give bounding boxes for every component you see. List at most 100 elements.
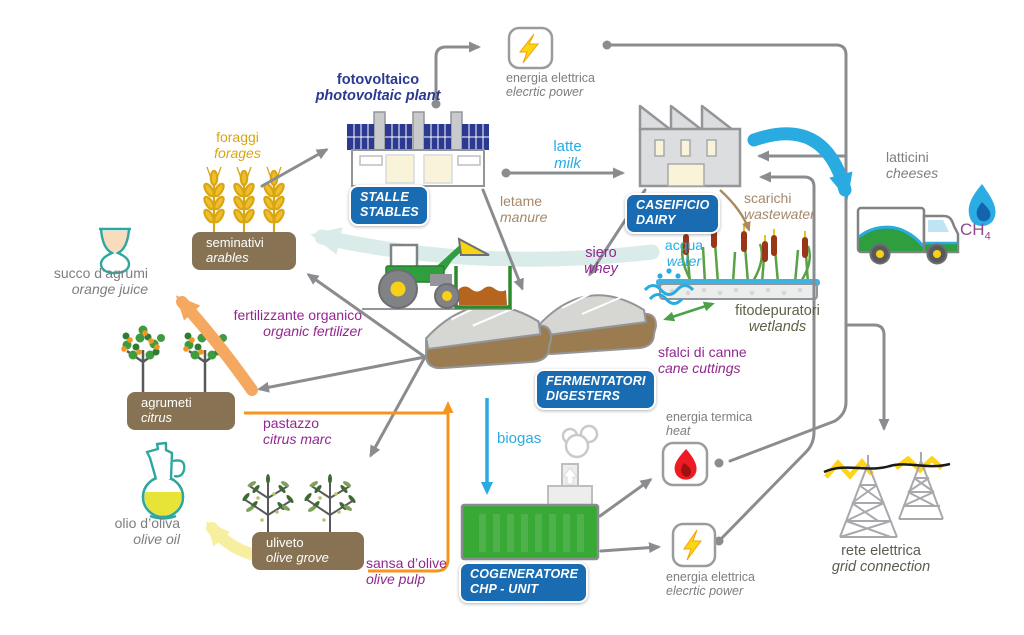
- arables-en: arables: [206, 250, 249, 266]
- cane-cuttings-label-it: sfalci di canne: [658, 344, 747, 360]
- olive-pulp-label-it: sansa d’olive: [366, 555, 447, 571]
- whey-label-en: whey: [584, 261, 618, 278]
- stables-badge: STALLE STABLES: [349, 185, 429, 226]
- tractor-icon: [362, 237, 512, 310]
- heat-label-it: energia termica: [666, 410, 753, 424]
- grid-connection-label-en: grid connection: [831, 559, 931, 576]
- connector-pv-to-power: [434, 41, 481, 106]
- chimney-icon: [373, 111, 386, 153]
- olive-trees-icon: [242, 474, 356, 532]
- citrus-marc-label-it: pastazzo: [263, 415, 320, 431]
- dairy-badge-it: CASEIFICIO: [636, 198, 710, 212]
- whey-label: siero whey: [564, 245, 638, 278]
- chimney-icon: [450, 111, 463, 153]
- grid-connection-label-it: rete elettrica: [841, 543, 921, 559]
- cheeses-arrow: [747, 127, 853, 200]
- photovoltaic-label-en: photovoltaic plant: [315, 88, 441, 105]
- forages-label: foraggi forages: [195, 129, 280, 162]
- orange-juice-label-it: succo d’agrumi: [53, 265, 148, 281]
- cheeses-label-en: cheeses: [886, 164, 939, 181]
- wetlands-label-it: fitodepuratori: [735, 303, 820, 319]
- citrus-box: agrumeti citrus: [127, 392, 235, 430]
- connector-chp-power-to-dairy: [717, 171, 816, 543]
- olive-grove-box: uliveto olive grove: [252, 532, 364, 570]
- connector-chp-to-power: [599, 542, 661, 554]
- dairy-badge: CASEIFICIO DAIRY: [625, 193, 720, 234]
- citrus-it: agrumeti: [141, 395, 192, 410]
- connectors-orange: [244, 401, 454, 573]
- biogas-label: biogas: [497, 430, 557, 448]
- arables-it: seminativi: [206, 235, 264, 250]
- photovoltaic-label: fotovoltaico photovoltaic plant: [288, 72, 468, 105]
- dairy-badge-en: DAIRY: [636, 213, 676, 227]
- connector-dots: [431, 40, 724, 546]
- connector-manure: [481, 188, 524, 291]
- photovoltaic-label-it: fotovoltaico: [336, 72, 420, 88]
- wetlands-label: fitodepuratori wetlands: [705, 303, 850, 336]
- connector-to-grid: [844, 323, 890, 431]
- olive-grove-en: olive grove: [266, 550, 329, 566]
- stable-photovoltaic-building: [347, 111, 489, 187]
- connector-wetlands-digesters: [663, 301, 715, 322]
- chp-unit-icon: [460, 424, 600, 561]
- chp-badge: COGENERATORE CHP - UNIT: [459, 562, 589, 603]
- biogas-label-it: biogas: [497, 430, 542, 447]
- milk-label-it: latte: [553, 138, 582, 155]
- olive-oil-label-en: olive oil: [133, 530, 180, 547]
- ch4-base: CH: [960, 220, 985, 239]
- electric-power-top-label: energia elettrica elecrtic power: [506, 71, 636, 99]
- cane-cuttings-label-en: cane cuttings: [658, 359, 741, 376]
- milk-label-en: milk: [554, 154, 581, 172]
- water-label-it: acqua: [664, 237, 704, 253]
- organic-fertilizer-label-it: fertilizzante organico: [233, 307, 362, 323]
- orange-juice-label: succo d’agrumi orange juice: [18, 265, 148, 298]
- heat-icon: [661, 441, 709, 487]
- power-pylons-icon: [823, 452, 951, 538]
- wastewater-label-it: scarichi: [744, 190, 792, 206]
- connector-fertilizer-citrus: [257, 355, 427, 393]
- manure-label: letame manure: [500, 193, 590, 226]
- water-reuse-arrow: [310, 227, 660, 267]
- electric-power-top-it: energia elettrica: [506, 71, 595, 85]
- citrus-marc-label: pastazzo citrus marc: [263, 415, 373, 448]
- connector-wastewater: [719, 189, 751, 232]
- grid-connection-label: rete elettrica grid connection: [806, 543, 956, 576]
- connector-forages: [260, 148, 329, 188]
- solar-panels-icon: [347, 124, 489, 150]
- digesters-badge-en: DIGESTERS: [546, 389, 621, 403]
- electric-power-bottom-it: energia elettrica: [666, 570, 755, 584]
- electric-power-top-en: elecrtic power: [506, 85, 584, 100]
- stables-badge-it: STALLE: [360, 190, 409, 204]
- cane-cuttings-label: sfalci di canne cane cuttings: [658, 344, 778, 377]
- digesters-badge-it: FERMENTATORI: [546, 374, 646, 388]
- cheeses-label: latticini cheeses: [886, 149, 986, 182]
- cheese-truck-icon: [856, 206, 960, 265]
- electric-power-icon-bottom: [671, 522, 717, 568]
- olive-grove-it: uliveto: [266, 535, 304, 550]
- ch4-sub: 4: [984, 230, 991, 243]
- dairy-factory-building: [638, 104, 742, 188]
- organic-fertilizer-label-en: organic fertilizer: [263, 322, 362, 339]
- citrus-marc-label-en: citrus marc: [263, 430, 332, 447]
- ch4-label: CH4: [960, 220, 991, 242]
- chp-badge-en: CHP - UNIT: [470, 582, 539, 596]
- connector-chp-to-heat: [598, 478, 653, 518]
- citrus-en: citrus: [141, 410, 173, 426]
- connector-power-loop: [605, 43, 848, 463]
- wastewater-label-en: wastewater: [744, 205, 815, 222]
- connector-olive-pulp: [368, 401, 454, 573]
- olive-oil-label-it: olio d’oliva: [114, 515, 180, 531]
- olive-oil-jug-icon: [141, 441, 186, 520]
- digesters-badge: FERMENTATORI DIGESTERS: [535, 369, 656, 410]
- manure-label-it: letame: [500, 193, 543, 209]
- wastewater-label: scarichi wastewater: [744, 190, 854, 223]
- whey-label-it: siero: [585, 245, 617, 261]
- forages-label-en: forages: [214, 144, 261, 161]
- cheeses-label-it: latticini: [886, 149, 929, 165]
- electric-power-icon-top: [507, 26, 554, 70]
- olive-pulp-label: sansa d’olive olive pulp: [366, 555, 476, 588]
- water-label: acqua water: [648, 237, 720, 270]
- chp-badge-it: COGENERATORE: [470, 567, 579, 581]
- wetlands-icon: [656, 221, 820, 300]
- forages-label-it: foraggi: [216, 129, 259, 145]
